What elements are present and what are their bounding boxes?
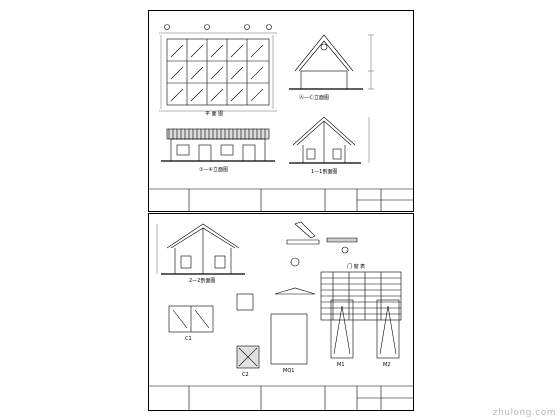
door-window-table-title: 门 窗 表 <box>347 264 366 270</box>
window-c2 <box>236 293 260 369</box>
title-block-top <box>149 188 413 211</box>
watermark: zhulong.com <box>492 408 556 418</box>
window-c1 <box>168 305 214 333</box>
drawing-sheet-bottom: 2—2剖面图 门 窗 表 C1 C2 MQ1 M1 M2 <box>148 213 414 411</box>
section-1-1-title: 1—1剖面图 <box>311 169 338 175</box>
drawing-sheet-top: 平 面 图 Ⓐ—Ⓒ立面图 1—1剖面图 ①—④立面图 <box>148 10 414 212</box>
side-elevation <box>289 34 374 90</box>
m2-label: M2 <box>383 362 391 368</box>
c2-label: C2 <box>242 372 249 378</box>
section-2-2 <box>156 223 245 275</box>
title-block-bottom <box>149 385 413 410</box>
door-m2 <box>376 299 400 359</box>
c1-label: C1 <box>185 336 192 342</box>
side-elevation-title: Ⓐ—Ⓒ立面图 <box>299 95 330 101</box>
mq1-label: MQ1 <box>283 368 295 374</box>
detail-drawings <box>286 221 358 267</box>
plan-title: 平 面 图 <box>205 111 224 117</box>
section-2-2-title: 2—2剖面图 <box>189 278 216 284</box>
sheet-top-linework <box>149 24 413 211</box>
door-mq1 <box>270 287 316 365</box>
front-elevation <box>161 128 275 162</box>
front-elevation-title: ①—④立面图 <box>199 167 228 173</box>
m1-label: M1 <box>337 362 345 368</box>
door-window-table <box>320 271 402 321</box>
door-m1 <box>330 299 354 359</box>
sheet-bottom-linework <box>149 221 413 410</box>
floor-plan <box>159 24 277 112</box>
section-1-1 <box>289 116 370 164</box>
